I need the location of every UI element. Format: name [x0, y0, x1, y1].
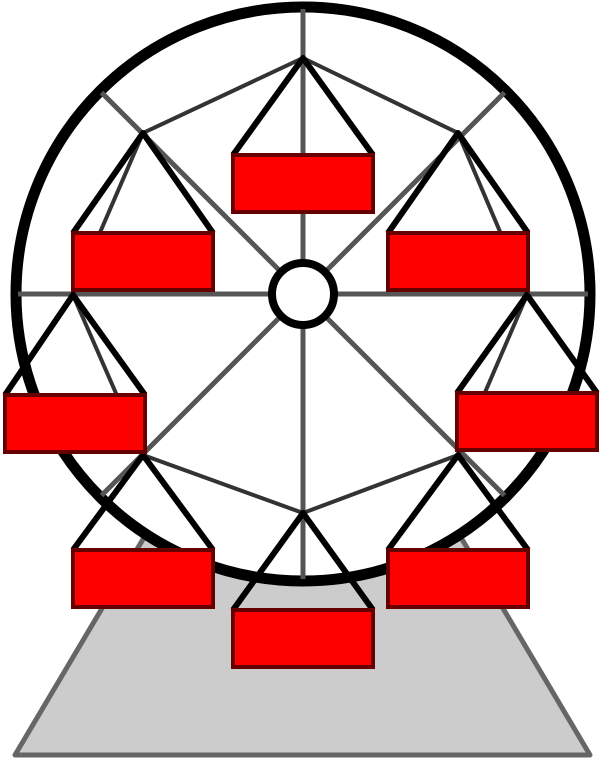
gondola — [70, 130, 216, 292]
gondola-car — [386, 231, 530, 292]
wheel-hub — [268, 259, 338, 329]
gondola — [70, 452, 216, 609]
gondola-hanger — [230, 510, 376, 612]
gondola-car — [3, 393, 147, 454]
gondola-hanger — [385, 130, 531, 235]
gondola-hanger — [2, 292, 148, 397]
gondolas — [2, 55, 600, 669]
gondola — [385, 130, 531, 292]
gondola — [230, 55, 376, 214]
gondola-car — [71, 548, 215, 609]
gondola-car — [386, 548, 530, 609]
gondola — [454, 292, 600, 452]
gondola-car — [71, 231, 215, 292]
gondola — [230, 510, 376, 669]
gondola-hanger — [70, 452, 216, 552]
gondola-hanger — [385, 452, 531, 552]
gondola — [2, 292, 148, 454]
gondola — [385, 452, 531, 609]
gondola-car — [455, 391, 599, 452]
gondola-car — [231, 608, 375, 669]
gondola-hanger — [454, 292, 600, 395]
gondola-hanger — [230, 55, 376, 157]
gondola-car — [231, 153, 375, 214]
gondola-hanger — [70, 130, 216, 235]
